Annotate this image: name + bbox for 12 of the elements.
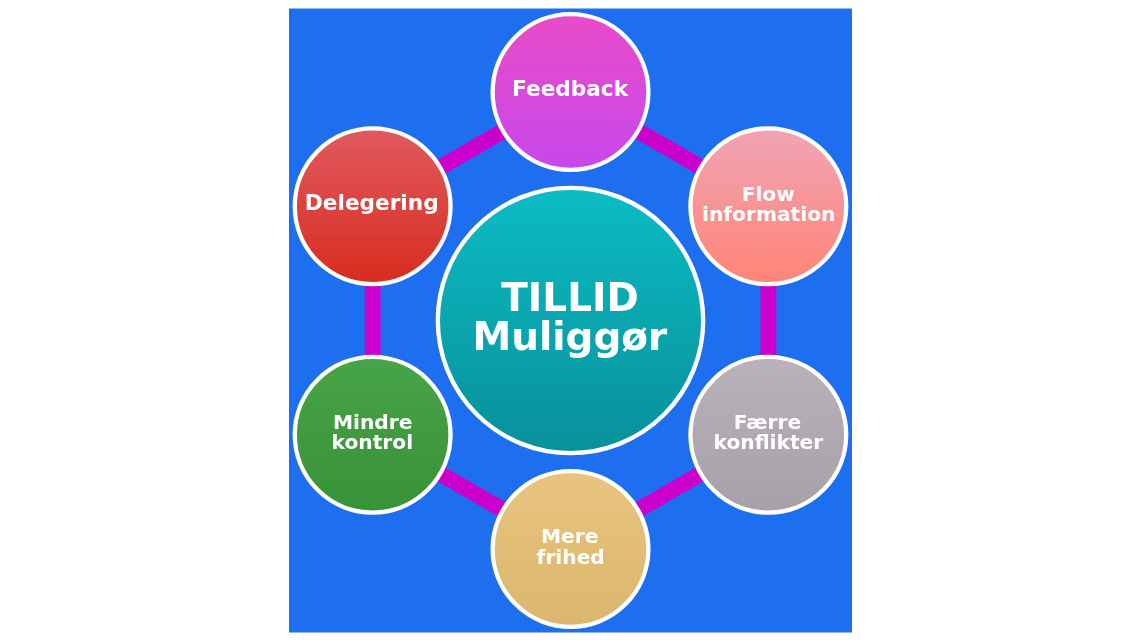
connector xyxy=(436,467,507,517)
node-circle: Mindre kontrol xyxy=(292,354,453,515)
connector xyxy=(633,124,704,174)
node-circle: Mere frihed xyxy=(489,468,651,629)
node-circle: Delegering xyxy=(292,126,453,287)
connector xyxy=(633,466,705,517)
connector xyxy=(364,284,381,357)
connector xyxy=(759,284,776,357)
node-circle: Flow information xyxy=(687,126,848,287)
connector xyxy=(435,124,507,175)
node-circle: Færre konflikter xyxy=(687,354,848,515)
node-circle: Feedback xyxy=(489,12,651,173)
